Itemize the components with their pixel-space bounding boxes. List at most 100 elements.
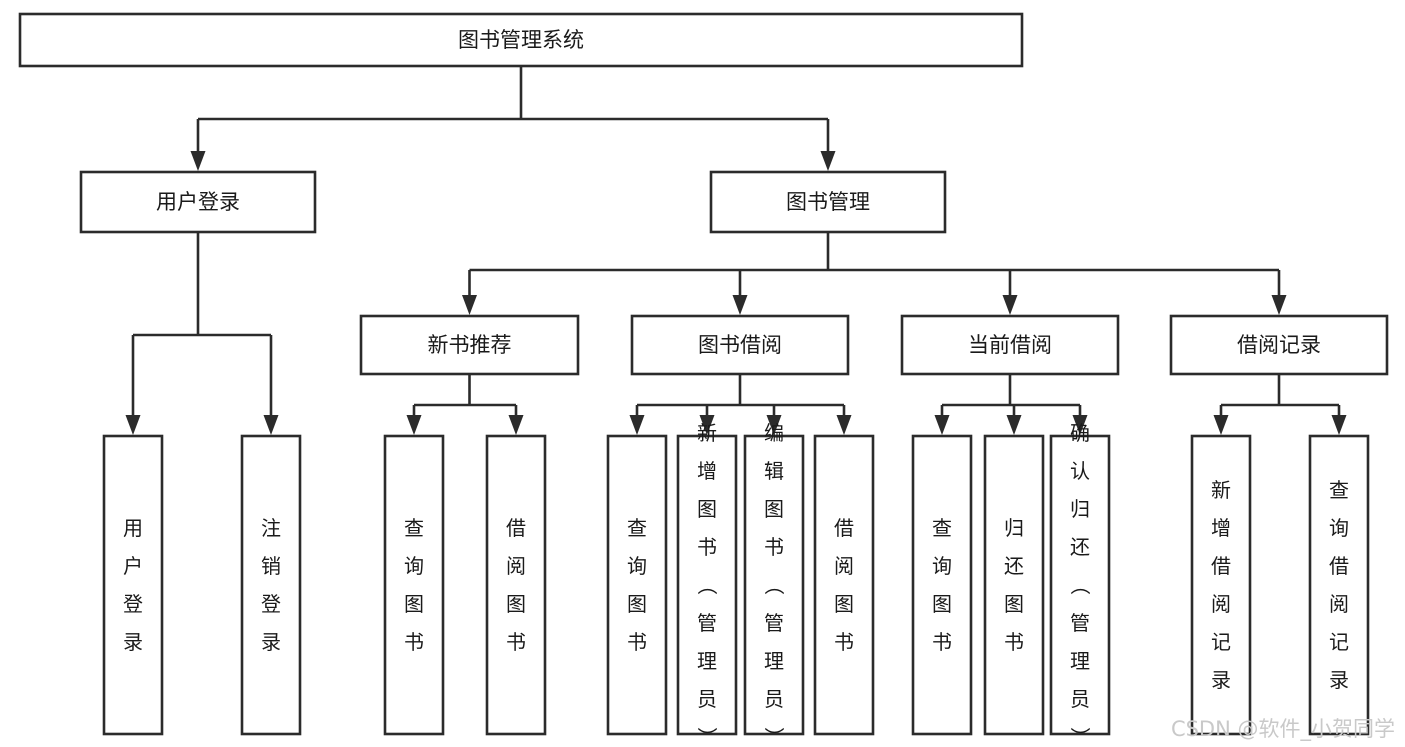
node-label-glyph: 书 [764, 535, 784, 559]
arrow-head-icon [462, 295, 477, 315]
node-label-glyph: 录 [261, 630, 281, 654]
node-box[interactable] [359, 314, 580, 376]
node-box[interactable] [1049, 434, 1111, 736]
node-label-glyph: （ [695, 575, 719, 595]
node-box[interactable] [485, 434, 547, 736]
node-box[interactable] [79, 170, 317, 234]
node-label-glyph: 询 [932, 554, 952, 578]
node-box[interactable] [911, 434, 973, 736]
node-label-glyph: 户 [123, 554, 143, 578]
node-label-glyph: 查 [1329, 478, 1349, 502]
node-label-glyph: 书 [834, 630, 854, 654]
arrow-head-icon [1271, 295, 1287, 315]
node-box[interactable] [630, 314, 850, 376]
node-label-glyph: 阅 [1211, 592, 1231, 616]
node-box[interactable] [900, 314, 1120, 376]
node-label-glyph: 图 [834, 592, 854, 616]
node-book-manage[interactable]: 图书管理 [709, 170, 947, 234]
arrow-head-icon [1331, 415, 1347, 435]
connector-layer [125, 66, 1347, 435]
node-label-glyph: （ [762, 575, 786, 595]
node-label: 图书管理系统 [458, 28, 584, 52]
node-label-glyph: 书 [697, 535, 717, 559]
arrow-head-icon [732, 295, 748, 315]
node-user-login[interactable]: 用户登录 [79, 170, 317, 234]
node-label-glyph: 理 [1070, 649, 1090, 673]
node-box[interactable] [606, 434, 668, 736]
node-label-glyph: 还 [1070, 535, 1090, 559]
node-label-glyph: 图 [627, 592, 647, 616]
node-book-borrow[interactable]: 图书借阅 [630, 314, 850, 376]
node-leaf-user-login[interactable]: 用户登录 [102, 434, 164, 736]
node-root-system[interactable]: 图书管理系统 [18, 12, 1024, 68]
arrow-head-icon [836, 415, 852, 435]
node-label-glyph: 编 [764, 421, 784, 445]
node-current-borrow[interactable]: 当前借阅 [900, 314, 1120, 376]
node-box[interactable] [983, 434, 1045, 736]
node-label-glyph: 询 [1329, 516, 1349, 540]
node-label-glyph: 理 [697, 649, 717, 673]
arrow-head-icon [699, 415, 715, 435]
node-box[interactable] [1169, 314, 1389, 376]
node-label-glyph: 查 [627, 516, 647, 540]
node-box[interactable] [383, 434, 445, 736]
node-borrow-record[interactable]: 借阅记录 [1169, 314, 1389, 376]
node-label-glyph: 书 [627, 630, 647, 654]
node-box[interactable] [102, 434, 164, 736]
arrow-head-icon [508, 415, 524, 435]
node-box[interactable] [709, 170, 947, 234]
node-label-glyph: （ [1068, 575, 1092, 595]
node-label-glyph: 管 [764, 611, 784, 635]
arrow-head-icon [406, 415, 422, 435]
node-label: 图书借阅 [698, 333, 782, 357]
node-box[interactable] [1308, 434, 1370, 736]
arrow-head-icon [125, 415, 141, 435]
connector-group-book-borrow [629, 374, 852, 435]
node-label-glyph: 图 [506, 592, 526, 616]
node-box[interactable] [18, 12, 1024, 68]
node-new-book-recommend[interactable]: 新书推荐 [359, 314, 580, 376]
node-label-glyph: 归 [1004, 516, 1024, 540]
node-label-glyph: 图 [1004, 592, 1024, 616]
node-label-glyph: 图 [932, 592, 952, 616]
node-label-glyph: 管 [1070, 611, 1090, 635]
node-label-glyph: 确 [1070, 421, 1090, 445]
node-box[interactable] [240, 434, 302, 736]
arrow-head-icon [263, 415, 279, 435]
node-label-glyph: 阅 [506, 554, 526, 578]
node-label-glyph: 书 [1004, 630, 1024, 654]
node-label-glyph: 询 [404, 554, 424, 578]
node-box[interactable] [676, 434, 738, 736]
node-label-glyph: 阅 [1329, 592, 1349, 616]
node-label-glyph: 销 [261, 554, 281, 578]
node-label-glyph: 录 [1329, 668, 1349, 692]
node-box[interactable] [813, 434, 875, 736]
arrow-head-icon [190, 151, 206, 171]
arrow-head-icon [820, 151, 836, 171]
node-label: 图书管理 [786, 190, 870, 214]
connector-group-new-book-recommend [406, 374, 524, 435]
node-label-glyph: 管 [697, 611, 717, 635]
node-box[interactable] [1190, 434, 1252, 736]
node-label-glyph: 借 [506, 516, 526, 540]
connector-group-root [190, 66, 836, 171]
node-label-glyph: 认 [1070, 459, 1090, 483]
node-box[interactable] [743, 434, 805, 736]
node-label-glyph: 录 [1211, 668, 1231, 692]
node-label-glyph: 登 [123, 592, 143, 616]
node-label-glyph: 图 [697, 497, 717, 521]
